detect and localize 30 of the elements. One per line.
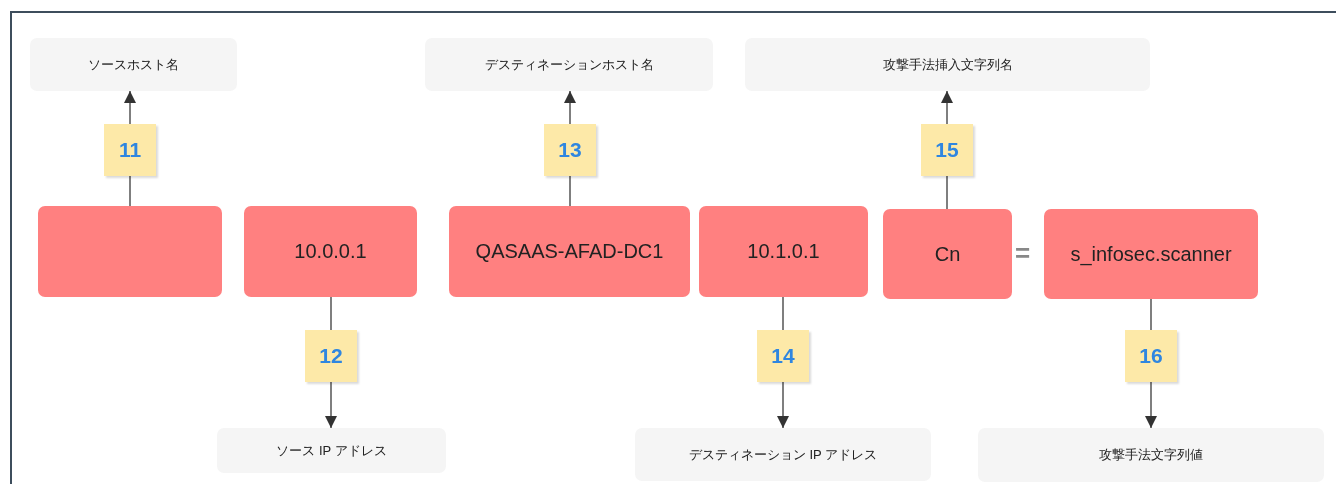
node-text: ソースホスト名	[88, 55, 179, 74]
node-text: 10.1.0.1	[747, 240, 820, 263]
value-box	[449, 206, 690, 297]
node-text: デスティネーション IP アドレス	[688, 445, 878, 464]
equals-sign: =	[1015, 238, 1031, 269]
value-box	[699, 206, 868, 297]
node-text: s_infosec.scanner	[1070, 242, 1232, 266]
field-name-box	[745, 38, 1150, 91]
field-name-box	[635, 428, 931, 481]
callout-number: 12	[305, 330, 357, 382]
value-box	[38, 206, 222, 297]
node-text: 攻撃手法文字列値	[1099, 446, 1203, 464]
value-box	[883, 209, 1012, 299]
node-text: デスティネーションホスト名	[484, 55, 654, 74]
callout-number: 16	[1125, 330, 1177, 382]
field-name-box	[425, 38, 713, 91]
field-name-box	[978, 428, 1324, 482]
callout-number: 14	[757, 330, 809, 382]
value-box	[244, 206, 417, 297]
value-box	[1044, 209, 1258, 299]
node-text: 10.0.0.1	[294, 240, 367, 263]
node-text: QASAAS-AFAD-DC1	[475, 240, 664, 263]
callout-number: 15	[921, 124, 973, 176]
callout-number: 13	[544, 124, 596, 176]
node-text: 攻撃手法挿入文字列名	[882, 55, 1013, 74]
callout-number: 11	[104, 124, 156, 176]
node-text: ソース IP アドレス	[276, 441, 387, 460]
field-name-box	[30, 38, 237, 91]
node-text: Cn	[934, 242, 961, 266]
field-name-box	[217, 428, 446, 473]
